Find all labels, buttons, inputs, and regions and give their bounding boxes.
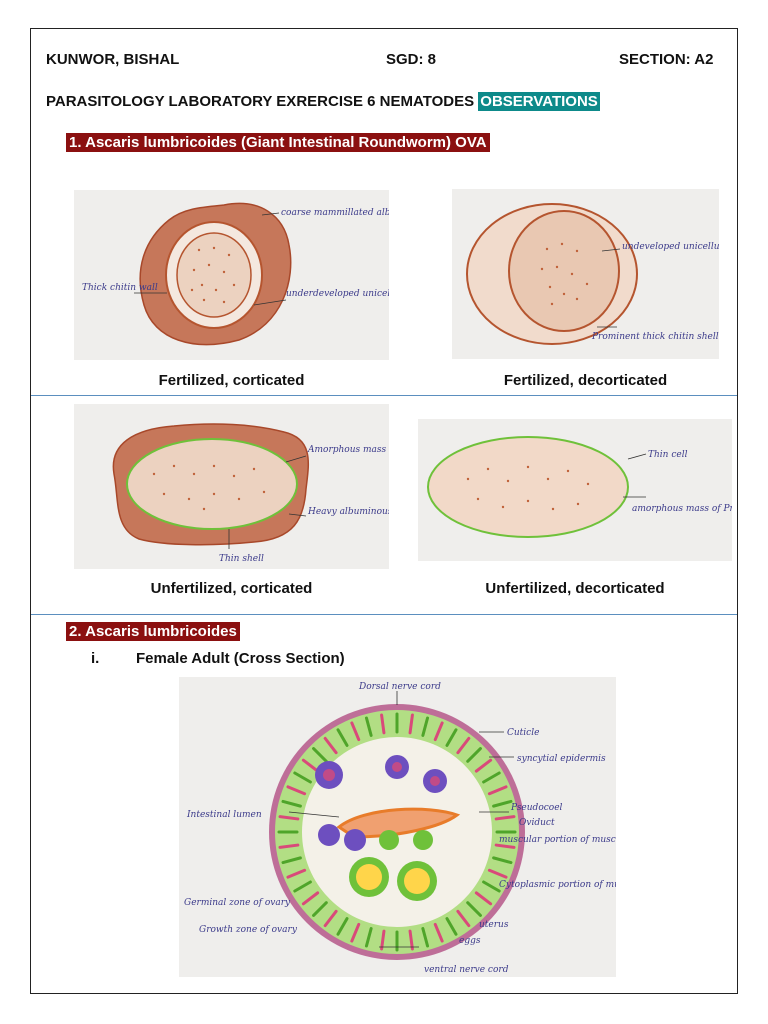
muscle-cell — [456, 909, 471, 928]
caption-fertilized-decorticated: Fertilized, decorticated — [503, 372, 668, 389]
muscle-cell — [286, 868, 307, 879]
muscle-cell — [278, 843, 300, 849]
label-albuminous-coating: Heavy albuminous coating — [307, 507, 389, 517]
muscle-cell — [474, 758, 493, 773]
exercise-title: PARASITOLOGY LABORATORY EXRERCISE 6 NEMA… — [46, 92, 600, 111]
caption-fertilized-corticated: Fertilized, corticated — [158, 372, 305, 389]
divider-2 — [31, 614, 737, 615]
label-thin-cell: Thin cell — [648, 450, 688, 460]
muscle-cell — [492, 799, 513, 808]
document-page: KUNWOR, BISHAL SGD: 8 SECTION: A2 PARASI… — [30, 28, 738, 994]
label-oviduct: Oviduct — [519, 818, 555, 828]
subheading-number: i. — [91, 650, 100, 667]
muscle-cell — [350, 922, 361, 943]
muscle-cell — [323, 909, 338, 928]
label-intestinal-lumen: Intestinal lumen — [186, 810, 262, 820]
label-dorsal-nerve-cord: Dorsal nerve cord — [358, 682, 441, 692]
label-unicellular-embryo: underdeveloped unicellular embryo — [286, 289, 389, 299]
muscle-cell — [281, 856, 302, 865]
section2-heading-text: 2. Ascaris lumbricoides — [66, 622, 240, 641]
section1-heading-text: 1. Ascaris lumbricoides (Giant Intestina… — [66, 133, 490, 152]
muscle-cell — [494, 815, 516, 821]
muscle-cell — [487, 868, 508, 879]
observations-badge: OBSERVATIONS — [478, 92, 600, 111]
muscle-cell — [421, 927, 430, 948]
caption-unfertilized-corticated: Unfertilized, corticated — [150, 580, 313, 597]
muscle-cell — [293, 771, 312, 784]
label-uterus: uterus — [479, 920, 509, 930]
muscle-cell — [492, 856, 513, 865]
label-growth-zone: Growth zone of ovary — [199, 925, 298, 935]
muscle-cell — [301, 891, 320, 906]
muscle-cell — [408, 929, 414, 951]
subheading-female-adult: Female Adult (Cross Section) — [136, 650, 345, 667]
muscle-cell — [474, 891, 493, 906]
student-name: KUNWOR, BISHAL — [46, 51, 180, 68]
muscle-cell — [433, 922, 444, 943]
label-cuticle: Cuticle — [507, 728, 539, 738]
muscle-cell — [286, 785, 307, 796]
muscle-cell — [494, 843, 516, 849]
label-syncytial-epidermis: syncytial epidermis — [517, 754, 606, 764]
muscle-cell — [336, 917, 349, 936]
muscle-cell — [293, 880, 312, 893]
muscle-cell — [466, 747, 482, 763]
label-prominent-chitin-shell: Prominent thick chitin shell — [591, 332, 719, 342]
muscle-cell — [301, 758, 320, 773]
muscle-cells — [277, 712, 517, 952]
label-muscular-portion: muscular portion of muscle cells — [499, 835, 616, 845]
muscle-cell — [323, 736, 338, 755]
muscle-cell — [408, 713, 414, 735]
muscle-cell — [336, 728, 349, 747]
label-albuminous-material: coarse mammillated albuminous material — [281, 208, 389, 218]
muscle-cell — [482, 880, 501, 893]
muscle-cell — [487, 785, 508, 796]
label-ventral-nerve-cord: ventral nerve cord — [424, 965, 509, 975]
muscle-cell — [466, 901, 482, 917]
muscle-cell — [364, 716, 373, 737]
figure-fertilized-decorticated: undeveloped unicellular embryo Prominent… — [452, 189, 719, 359]
muscle-cell — [482, 771, 501, 784]
muscle-cell — [364, 927, 373, 948]
label-eggs: eggs — [459, 936, 481, 946]
label-pseudocoel: Pseudocoel — [510, 803, 563, 813]
figure-fertilized-corticated: coarse mammillated albuminous material T… — [74, 190, 389, 360]
sgd-number: SGD: 8 — [386, 51, 437, 68]
label-amorphous-mass: Amorphous mass of protoplasm — [307, 445, 389, 455]
muscle-cell — [278, 815, 300, 821]
muscle-cell — [433, 721, 444, 742]
label-germinal-zone: Germinal zone of ovary — [184, 898, 291, 908]
muscle-cell — [456, 736, 471, 755]
figure-female-cross-section: Dorsal nerve cord Cuticle syncytial epid… — [179, 677, 616, 977]
muscle-cell — [380, 713, 386, 735]
muscle-cell — [380, 929, 386, 951]
section1-heading: 1. Ascaris lumbricoides (Giant Intestina… — [66, 133, 490, 152]
muscle-cell — [445, 917, 458, 936]
muscle-cell — [312, 747, 328, 763]
label-thin-shell: Thin shell — [219, 554, 264, 564]
section2-heading: 2. Ascaris lumbricoides — [66, 622, 240, 641]
figure-unfertilized-decorticated: Thin cell amorphous mass of Protoplasm. — [418, 419, 732, 561]
exercise-title-text: PARASITOLOGY LABORATORY EXRERCISE 6 NEMA… — [46, 93, 479, 110]
label-undeveloped-embryo: undeveloped unicellular embryo — [622, 242, 719, 252]
muscle-cell — [445, 728, 458, 747]
divider-1 — [31, 395, 737, 396]
muscle-cell — [312, 901, 328, 917]
muscle-cell — [281, 799, 302, 808]
muscle-cell — [350, 721, 361, 742]
label-thick-chitin-wall: Thick chitin wall — [82, 283, 158, 293]
label-amorphous-protoplasm: amorphous mass of Protoplasm. — [632, 504, 732, 514]
muscle-cell — [421, 716, 430, 737]
figure-unfertilized-corticated: Amorphous mass of protoplasm Heavy album… — [74, 404, 389, 569]
caption-unfertilized-decorticated: Unfertilized, decorticated — [485, 580, 665, 597]
section-label: SECTION: A2 — [619, 51, 714, 68]
label-cytoplasmic-portion: Cytoplasmic portion of muscle cells — [499, 880, 616, 890]
